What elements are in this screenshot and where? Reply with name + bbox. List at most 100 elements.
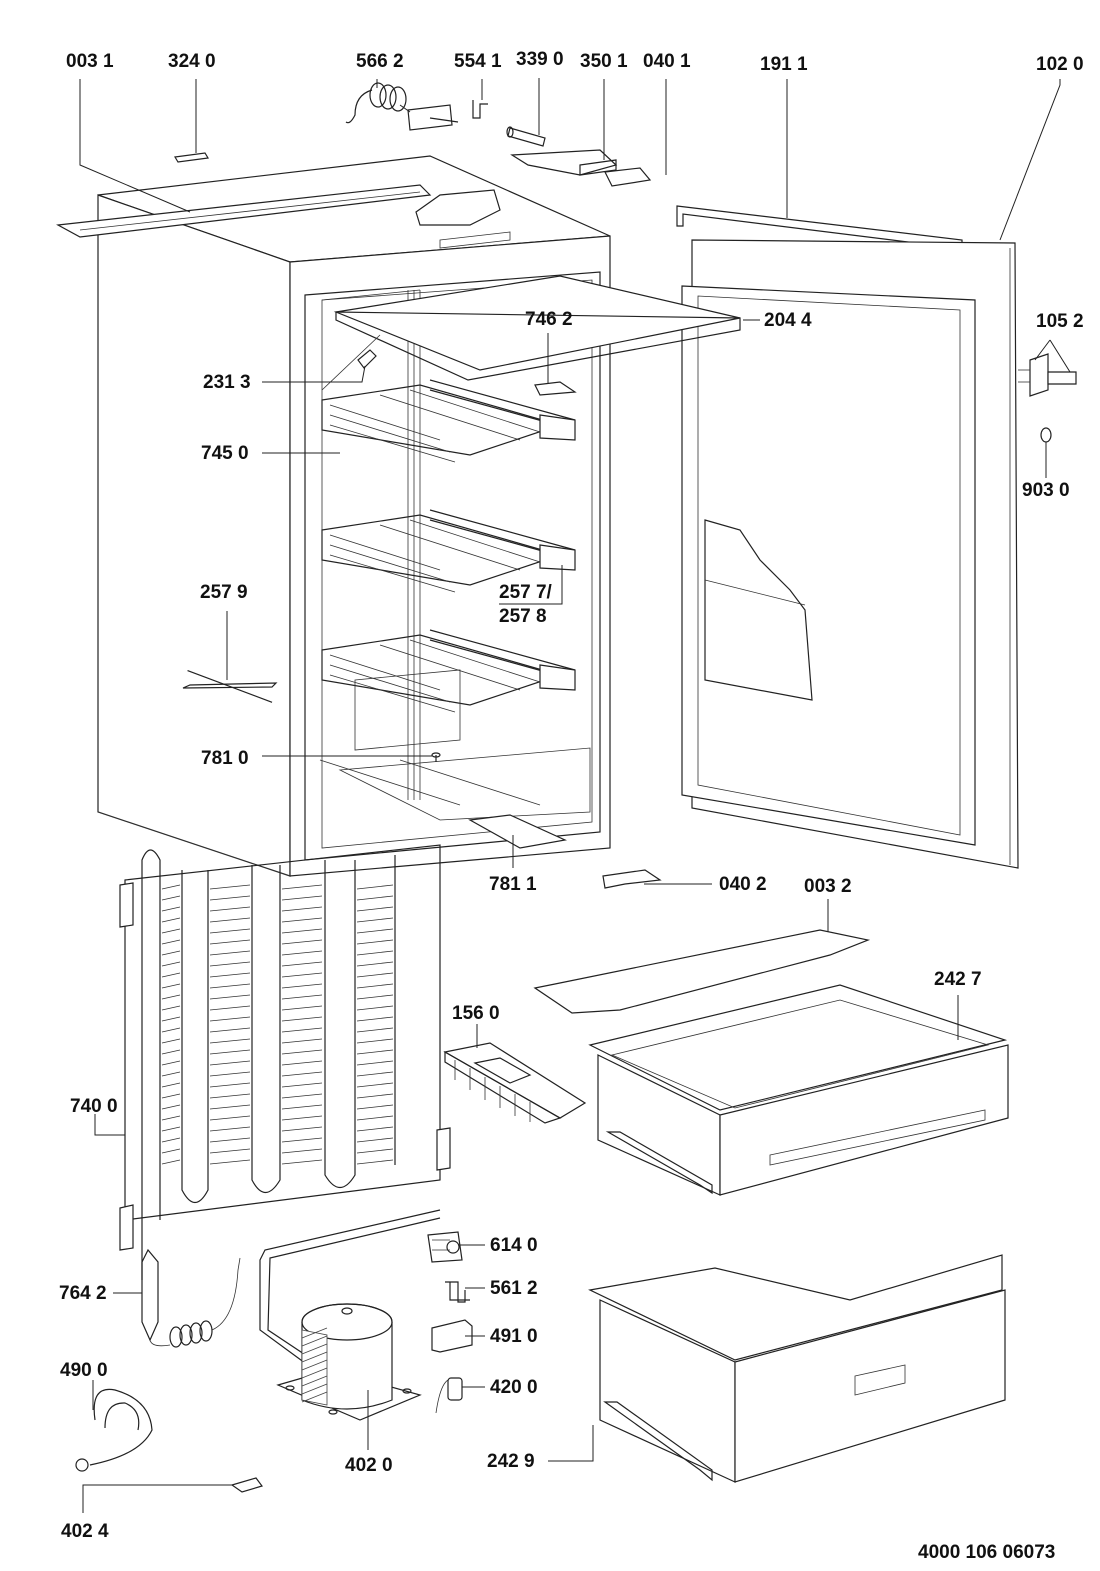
condenser-fin — [209, 1027, 251, 1033]
compressor-clip-part — [230, 1477, 263, 1493]
callout-745-0: 745 0 — [201, 443, 249, 464]
callout-402-0: 402 0 — [345, 1455, 393, 1476]
condenser-fin — [281, 1082, 323, 1088]
condenser-fin — [209, 895, 251, 901]
callout-257-9: 257 9 — [200, 582, 248, 603]
condenser-fin — [209, 1016, 251, 1022]
condenser-fin — [161, 983, 181, 989]
condenser-fin — [209, 1082, 251, 1088]
callout-003-1: 003 1 — [66, 51, 114, 72]
condenser-fin — [161, 950, 181, 956]
condenser-fin — [161, 1115, 181, 1121]
crisper-drawer-upper — [588, 984, 1009, 1196]
callout-903-0: 903 0 — [1022, 480, 1070, 501]
callout-102-0: 102 0 — [1036, 54, 1084, 75]
condenser-fin — [209, 884, 251, 890]
bottom-cover-strip-part — [533, 929, 871, 1014]
callout-191-1: 191 1 — [760, 54, 808, 75]
condenser-fin — [161, 895, 181, 901]
condenser-fin — [161, 1027, 181, 1033]
condenser-fin — [209, 1049, 251, 1055]
condenser-fin — [209, 1093, 251, 1099]
condenser-fin — [281, 1148, 323, 1154]
condenser-fin — [281, 1115, 323, 1121]
condenser-fin — [356, 1038, 394, 1044]
control-panel-part — [510, 149, 618, 176]
condenser-fin — [161, 972, 181, 978]
condenser-fin — [161, 1038, 181, 1044]
door-assembly — [676, 205, 1019, 869]
condenser-fin — [281, 1016, 323, 1022]
callout-204-4: 204 4 — [764, 310, 812, 331]
condenser-fin — [356, 1016, 394, 1022]
compressor-hatch-line — [301, 1351, 328, 1363]
top-cover-strip — [56, 184, 432, 238]
condenser-fin — [356, 1005, 394, 1011]
cabinet-body — [97, 155, 611, 877]
condenser-fin — [209, 1148, 251, 1154]
bracket-324 — [174, 152, 209, 163]
condenser-fin — [356, 1049, 394, 1055]
overload-protector-part — [445, 1281, 470, 1303]
callout-156-0: 156 0 — [452, 1003, 500, 1024]
condenser-fin — [209, 972, 251, 978]
callout-003-2: 003 2 — [804, 876, 852, 897]
condenser-fin — [356, 917, 394, 923]
condenser-fin — [209, 1104, 251, 1110]
callout-350-1: 350 1 — [580, 51, 628, 72]
condenser-fin — [356, 928, 394, 934]
callout-746-2: 746 2 — [525, 309, 573, 330]
lamp-part — [506, 126, 546, 147]
condenser-fin — [281, 928, 323, 934]
condenser-fin — [356, 983, 394, 989]
condenser-fin — [161, 906, 181, 912]
compressor-hatch-line — [301, 1359, 328, 1371]
trim-strip-part — [182, 682, 278, 689]
condenser-fin — [281, 1093, 323, 1099]
compressor-hatch-line — [301, 1383, 328, 1395]
condenser-fin — [281, 1071, 323, 1077]
callout-242-7: 242 7 — [934, 969, 982, 990]
condenser-fin — [281, 972, 323, 978]
condenser-fin — [209, 1126, 251, 1132]
relay-part — [427, 1231, 463, 1263]
condenser-fin — [209, 928, 251, 934]
condenser-fin — [356, 1115, 394, 1121]
callout-040-2: 040 2 — [719, 874, 767, 895]
condenser-fin — [281, 939, 323, 945]
condenser-fin — [356, 1137, 394, 1143]
condenser-fin — [356, 884, 394, 890]
condenser-fin — [281, 1137, 323, 1143]
drain-plug-part — [431, 752, 441, 762]
callout-231-3: 231 3 — [203, 372, 251, 393]
condenser-fin — [281, 983, 323, 989]
filter-drier-part — [141, 1248, 241, 1348]
condenser-fin — [161, 1137, 181, 1143]
power-cord-part — [75, 1388, 153, 1472]
clip-554 — [472, 100, 488, 119]
condenser-fin — [161, 1005, 181, 1011]
condenser-fin — [356, 972, 394, 978]
condenser-fin — [356, 1159, 394, 1165]
condenser-fin — [161, 961, 181, 967]
condenser-fin — [281, 1104, 323, 1110]
condenser-fin — [356, 1060, 394, 1066]
condenser-fin — [356, 939, 394, 945]
condenser-fin — [281, 1126, 323, 1132]
compressor-hatch-line — [301, 1367, 328, 1379]
callout-242-9: 242 9 — [487, 1451, 535, 1472]
condenser-fin — [161, 1071, 181, 1077]
suction-tube — [259, 1209, 441, 1364]
condenser-fin — [281, 994, 323, 1000]
callout-491-0: 491 0 — [490, 1326, 538, 1347]
capacitor-part — [435, 1377, 463, 1414]
callout-781-1: 781 1 — [489, 874, 537, 895]
condenser-fin — [209, 983, 251, 989]
condenser-fin — [209, 1060, 251, 1066]
condenser-fin — [209, 1159, 251, 1165]
condenser-fin — [281, 1038, 323, 1044]
callout-566-2: 566 2 — [356, 51, 404, 72]
condenser-fin — [161, 1159, 181, 1165]
condenser-fin — [356, 1093, 394, 1099]
condenser-fin — [356, 895, 394, 901]
